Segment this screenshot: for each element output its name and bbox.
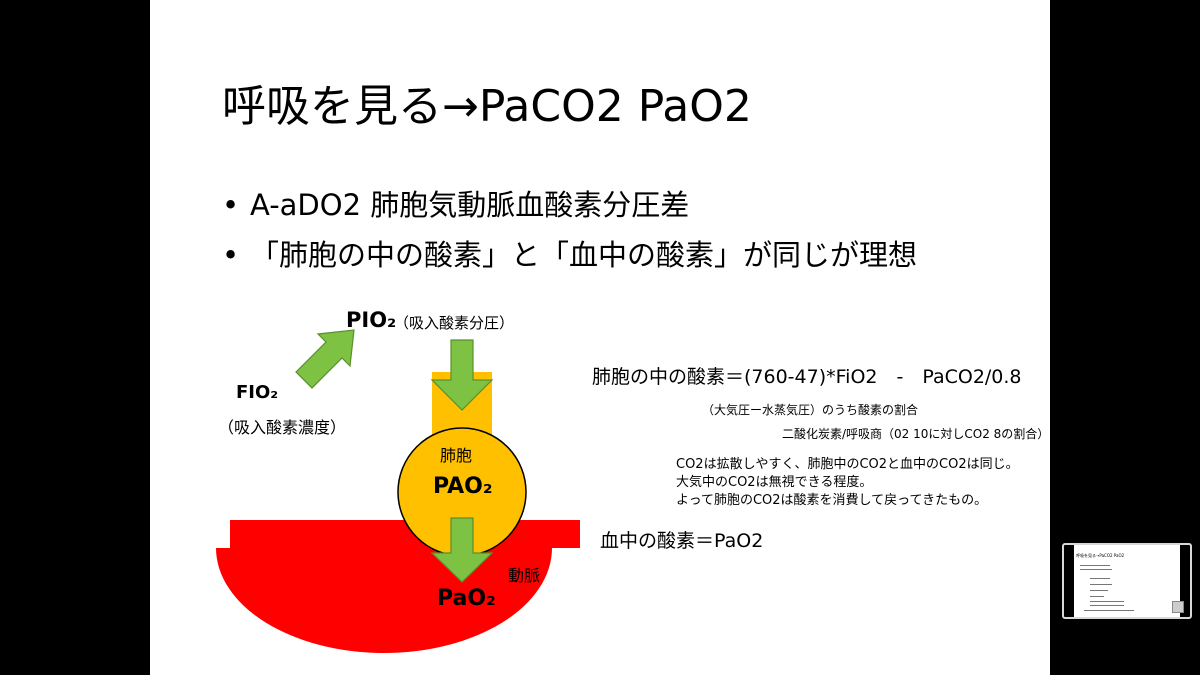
co2-line: よって肺胞のCO2は酸素を消費して戻ってきたもの。 [676, 493, 988, 508]
alveolar-oxygen-formula: 肺胞の中の酸素＝(760-47)*FiO2 - PaCO2/0.8 [592, 366, 1022, 388]
formula-note-pressure: （大気圧ー水蒸気圧）のうち酸素の割合 [702, 403, 919, 417]
bullet-item: • A-aDO2 肺胞気動脈血酸素分圧差 [222, 180, 917, 230]
co2-line: 大気中のCO2は無視できる程度。 [676, 475, 873, 490]
blood-oxygen-formula: 血中の酸素＝PaO2 [600, 530, 764, 552]
bullet-item: • 「肺胞の中の酸素」と「血中の酸素」が同じが理想 [222, 230, 917, 280]
fio2-subtitle: （吸入酸素濃度） [218, 418, 347, 437]
co2-line: CO2は拡散しやすく、肺胞中のCO2と血中のCO2は同じ。 [676, 457, 1019, 472]
bullet-symbol: • [222, 238, 240, 272]
pao2-down-arrow [430, 517, 494, 583]
pao2-arterial-label: PaO₂ [437, 586, 496, 611]
thumbnail-title: 呼吸を見る→PaCO2 PaO2 [1076, 553, 1125, 558]
respiration-diagram [216, 329, 580, 653]
co2-explanation: CO2は拡散しやすく、肺胞中のCO2と血中のCO2は同じ。 大気中のCO2は無視… [676, 456, 1019, 510]
pio2-label: PIO₂ [346, 308, 397, 332]
bullet-text: 「肺胞の中の酸素」と「血中の酸素」が同じが理想 [250, 238, 918, 272]
pio2-subtitle: （吸入酸素分圧） [394, 314, 515, 332]
bullet-symbol: • [222, 188, 240, 222]
fio2-label: FIO₂ [236, 382, 279, 403]
slide-title: 呼吸を見る→PaCO2 PaO2 [222, 81, 752, 132]
pio2-down-arrow [430, 339, 494, 411]
bullet-text: A-aDO2 肺胞気動脈血酸素分圧差 [250, 188, 690, 222]
pao2-alveolar-label: PAO₂ [433, 474, 493, 499]
webcam-icon [1172, 601, 1184, 613]
slide-thumbnail[interactable]: 呼吸を見る→PaCO2 PaO2 [1062, 543, 1192, 619]
slide: 呼吸を見る→PaCO2 PaO2 • A-aDO2 肺胞気動脈血酸素分圧差 • 「肺… [150, 0, 1050, 675]
bullet-list: • A-aDO2 肺胞気動脈血酸素分圧差 • 「肺胞の中の酸素」と「血中の酸素」が同… [222, 180, 917, 280]
formula-note-quotient: 二酸化炭素/呼吸商（02 10に対しCO2 8の割合） [782, 427, 1050, 441]
alveolus-label: 肺胞 [440, 446, 473, 465]
artery-label: 動脈 [508, 566, 541, 585]
fio2-diagonal-arrow [295, 329, 355, 389]
